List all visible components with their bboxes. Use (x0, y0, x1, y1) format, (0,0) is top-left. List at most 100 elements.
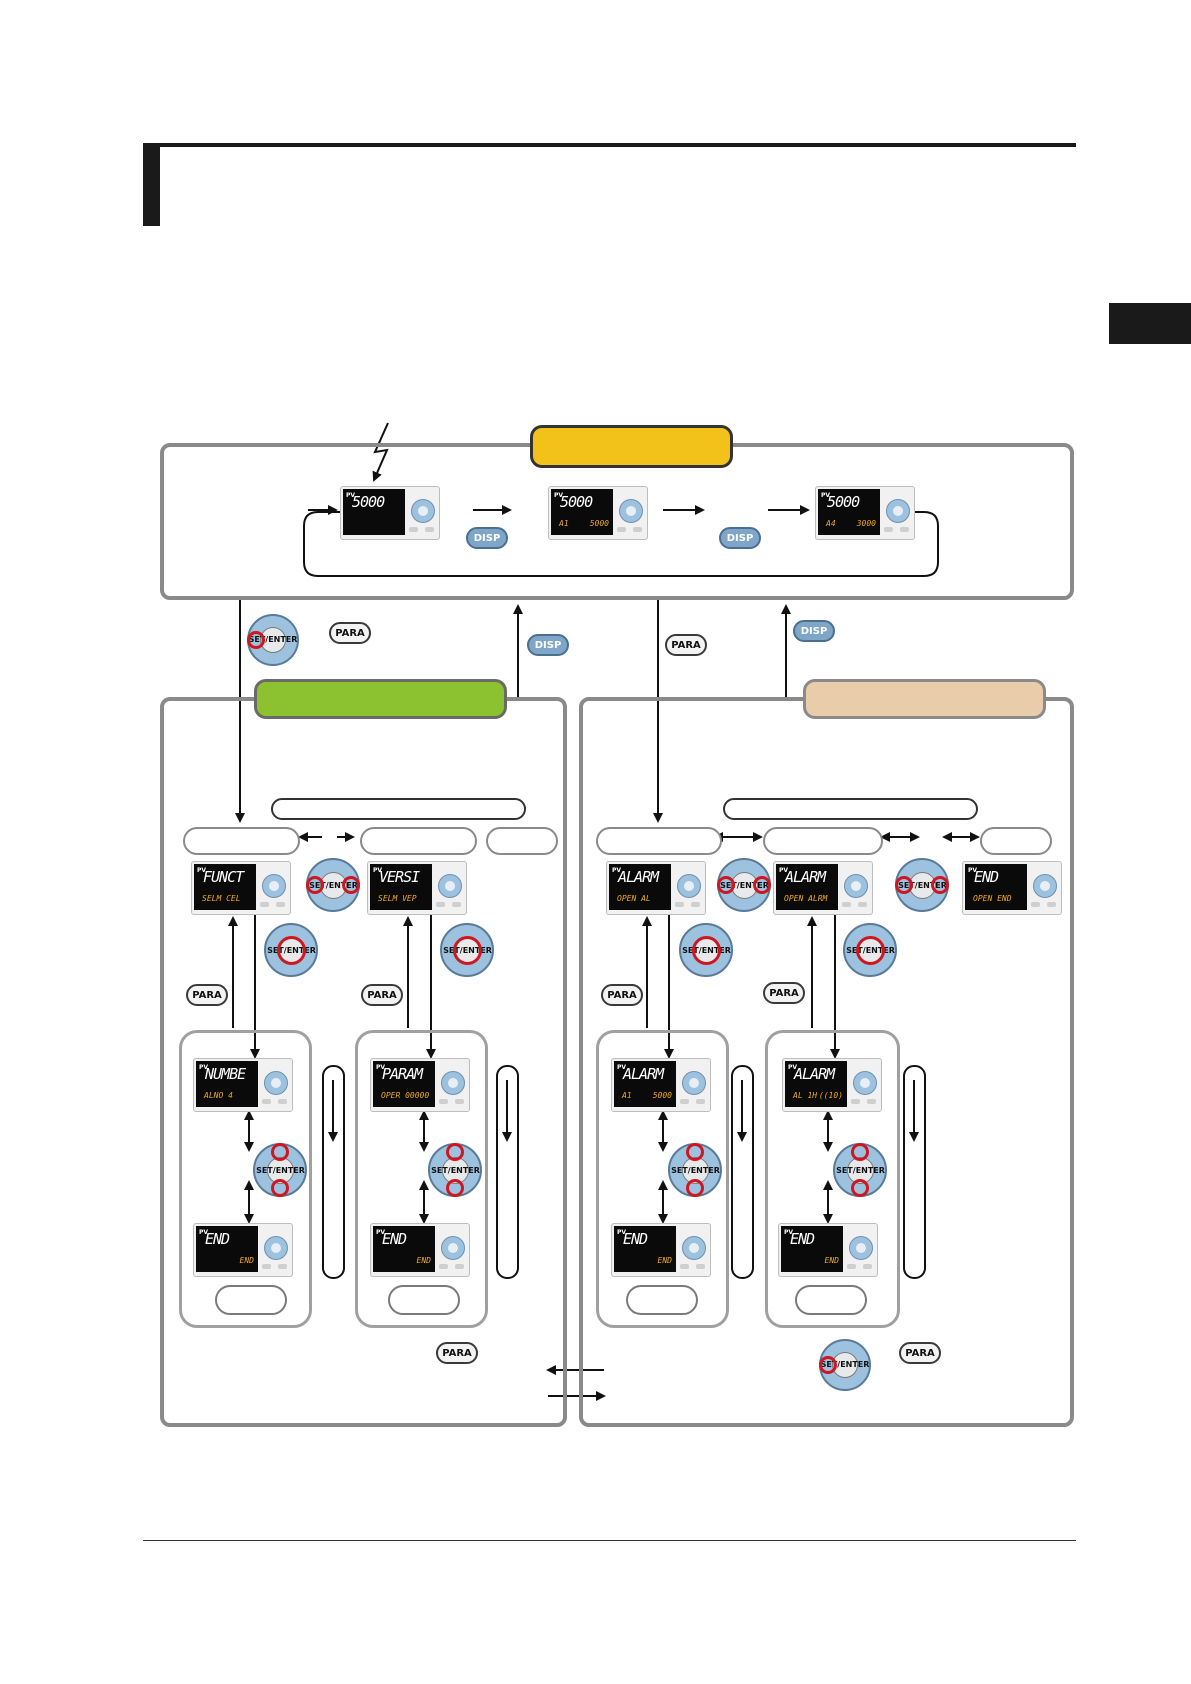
device-knob-icon (619, 499, 643, 523)
set-enter-dial-icon[interactable]: SET/ENTER (440, 923, 494, 977)
set-enter-dial-icon[interactable]: SET/ENTER (895, 858, 949, 912)
operation-mode-header (530, 425, 733, 468)
para-key[interactable]: PARA (361, 984, 403, 1006)
display-line2: A1 (622, 1091, 632, 1100)
pv-label: PV (788, 1064, 798, 1071)
display-line1: END (205, 1230, 230, 1248)
device-key-icon (680, 1099, 689, 1104)
device-knob-icon (849, 1236, 873, 1260)
device-knob-icon (853, 1071, 877, 1095)
device-key-icon (847, 1264, 856, 1269)
pv-label: PV (199, 1064, 209, 1071)
set-enter-dial-icon[interactable]: SET/ENTER (428, 1143, 482, 1197)
set-enter-dial-icon[interactable]: SET/ENTER (819, 1339, 871, 1391)
device-key-icon (278, 1099, 287, 1104)
device-key-icon (436, 902, 445, 907)
pv-label: PV (376, 1229, 386, 1236)
header-block (143, 143, 160, 226)
setup-sequence-bar (271, 798, 526, 820)
pv-label: PV (821, 492, 831, 499)
highlight-ring (446, 1143, 464, 1161)
para-key[interactable]: PARA (665, 634, 707, 656)
pv-label: PV (617, 1064, 627, 1071)
device-key-icon (455, 1099, 464, 1104)
para-key[interactable]: PARA (601, 984, 643, 1006)
highlight-ring (819, 1356, 837, 1374)
display-line2-value: END (824, 1256, 839, 1265)
para-key[interactable]: PARA (899, 1342, 941, 1364)
display-line2: OPEN ALRM (784, 894, 828, 903)
device-key-icon (867, 1099, 876, 1104)
set-enter-dial-icon[interactable]: SET/ENTER (247, 614, 299, 666)
device-key-icon (633, 527, 642, 532)
device-key-icon (900, 527, 909, 532)
set-enter-dial-icon[interactable]: SET/ENTER (679, 923, 733, 977)
display-line1: NUMBE (205, 1065, 246, 1083)
submenu-label-param (388, 1285, 460, 1315)
pv-label: PV (968, 867, 978, 874)
set-enter-dial-icon[interactable]: SET/ENTER (253, 1143, 307, 1197)
para-key[interactable]: PARA (186, 984, 228, 1006)
set-enter-dial-icon[interactable]: SET/ENTER (833, 1143, 887, 1197)
highlight-ring (856, 936, 885, 965)
set-enter-dial-icon[interactable]: SET/ENTER (843, 923, 897, 977)
para-key[interactable]: PARA (436, 1342, 478, 1364)
highlight-ring (895, 876, 913, 894)
display-line2-value: END (239, 1256, 254, 1265)
device-knob-icon (264, 1236, 288, 1260)
menu-label-funct (183, 827, 300, 855)
submenu-label-alarm-a1 (626, 1285, 698, 1315)
pv-label: PV (199, 1229, 209, 1236)
display-line2: SELM VEP (378, 894, 417, 903)
disp-key[interactable]: DISP (719, 527, 761, 549)
submenu-alarm-al1 (765, 1030, 900, 1328)
pv-label: PV (784, 1229, 794, 1236)
display-line1: END (623, 1230, 648, 1248)
highlight-ring (686, 1179, 704, 1197)
device-key-icon (691, 902, 700, 907)
highlight-ring (277, 936, 306, 965)
display-line2: OPEN AL (617, 894, 651, 903)
setup-mode-header (254, 679, 507, 719)
device-key-icon (439, 1264, 448, 1269)
highlight-ring (851, 1179, 869, 1197)
disp-key[interactable]: DISP (793, 620, 835, 642)
menu-label-alarm (596, 827, 722, 855)
disp-key[interactable]: DISP (466, 527, 508, 549)
disp-key[interactable]: DISP (527, 634, 569, 656)
device-key-icon (409, 527, 418, 532)
device-knob-icon (1033, 874, 1057, 898)
display-line1: ALARM (785, 868, 826, 886)
set-enter-dial-icon[interactable]: SET/ENTER (264, 923, 318, 977)
device-knob-icon (844, 874, 868, 898)
highlight-ring (931, 876, 949, 894)
device-key-icon (439, 1099, 448, 1104)
highlight-ring (446, 1179, 464, 1197)
para-key[interactable]: PARA (763, 982, 805, 1004)
set-enter-dial-icon[interactable]: SET/ENTER (306, 858, 360, 912)
device-key-icon (260, 902, 269, 907)
set-enter-dial-icon[interactable]: SET/ENTER (668, 1143, 722, 1197)
highlight-ring (271, 1143, 289, 1161)
display-line2-value: 3000 (856, 519, 876, 528)
header-rule (143, 143, 1076, 147)
device-key-icon (863, 1264, 872, 1269)
set-enter-dial-icon[interactable]: SET/ENTER (717, 858, 771, 912)
highlight-ring (453, 936, 482, 965)
device-key-icon (1031, 902, 1040, 907)
para-key[interactable]: PARA (329, 622, 371, 644)
device-key-icon (262, 1264, 271, 1269)
highlight-ring (271, 1179, 289, 1197)
display-line2: OPEN END (973, 894, 1012, 903)
